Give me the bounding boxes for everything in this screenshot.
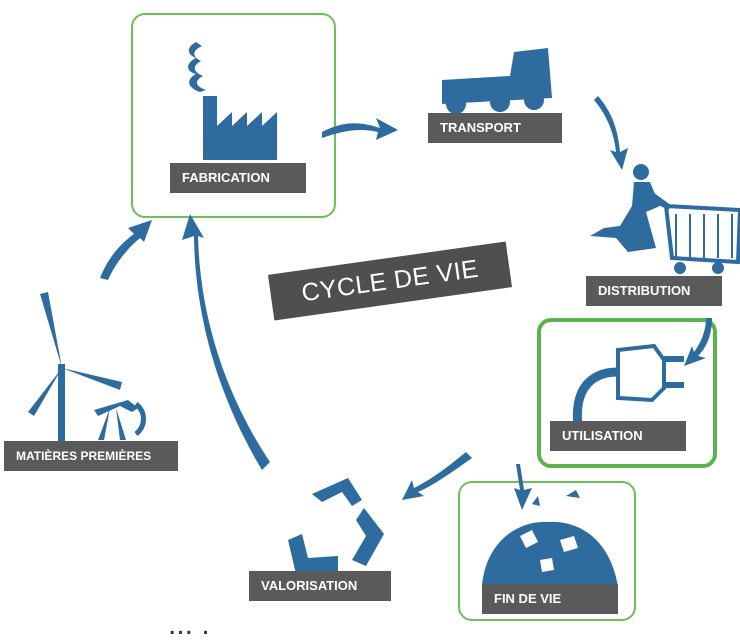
electric-plug-icon <box>572 343 684 427</box>
fin-de-vie-label: FIN DE VIE <box>482 584 618 614</box>
recycle-icon <box>288 478 384 574</box>
transport-label: TRANSPORT <box>428 113 562 143</box>
diagram-graphics <box>28 42 740 586</box>
fabrication-label: FABRICATION <box>170 163 306 193</box>
fin-de-vie-frame <box>458 481 636 621</box>
matieres-premieres-label: MATIÈRES PREMIÈRES <box>4 441 178 471</box>
bottom-text-fragment: ... . <box>168 608 210 641</box>
distribution-label: DISTRIBUTION <box>586 276 722 306</box>
arrow-valorisation-to-fabrication <box>182 214 270 470</box>
utilisation-label: UTILISATION <box>550 421 686 451</box>
factory-icon <box>188 42 277 160</box>
arrow-transport-to-distribution <box>594 96 628 170</box>
wind-turbine-icon <box>28 292 146 444</box>
arrow-utilisation-to-valorisation <box>402 452 472 500</box>
life-cycle-diagram: FABRICATION TRANSPORT DISTRIBUTION UTILI… <box>4 13 740 641</box>
fabrication-frame <box>131 13 336 218</box>
arrow-matieres-to-fabrication <box>100 220 152 280</box>
utilisation-frame <box>537 318 717 468</box>
arrow-fabrication-to-transport <box>322 118 398 140</box>
landfill-icon <box>482 490 618 586</box>
valorisation-label: VALORISATION <box>249 571 391 601</box>
arrow-utilisation-to-fin-de-vie <box>514 464 532 510</box>
arrow-distribution-to-utilisation <box>684 318 712 366</box>
shopping-cart-icon <box>590 164 740 274</box>
truck-icon <box>442 48 552 114</box>
